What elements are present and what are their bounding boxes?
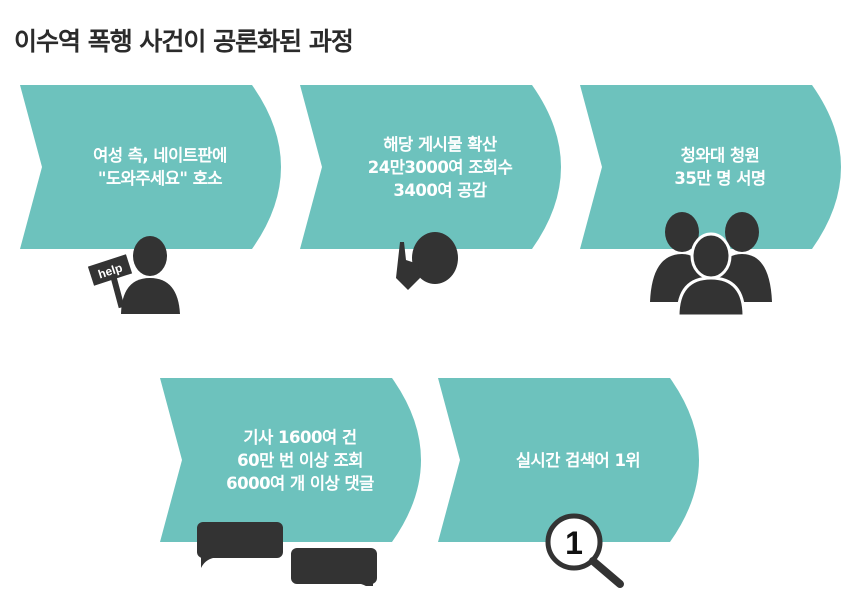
step-label: 여성 측, 네이트판에 "도와주세요" 호소 (42, 85, 278, 249)
step-line: "도와주세요" 호소 (97, 169, 223, 188)
group-people-icon (650, 212, 772, 316)
step-4: 기사 1600여 건 60만 번 이상 조회 6000여 개 이상 댓글 (160, 378, 432, 542)
step-3: 청와대 청원 35만 명 서명 (580, 85, 852, 249)
step-label: 기사 1600여 건 60만 번 이상 조회 6000여 개 이상 댓글 (182, 378, 418, 542)
step-label: 청와대 청원 35만 명 서명 (602, 85, 838, 249)
step-line: 3400여 공감 (393, 180, 487, 200)
speech-bubbles-icon (197, 522, 377, 586)
step-label: 해당 게시물 확산 24만3000여 조회수 3400여 공감 (322, 85, 558, 249)
rank-number: 1 (565, 525, 583, 561)
step-line: 청와대 청원 (680, 146, 760, 165)
step-label: 실시간 검색어 1위 (460, 378, 696, 542)
person-help-sign-icon: help (88, 236, 180, 314)
step-line: 해당 게시물 확산 (383, 134, 497, 154)
chevron-shape (300, 85, 561, 249)
step-line: 기사 1600여 건 (243, 427, 357, 447)
step-1: 여성 측, 네이트판에 "도와주세요" 호소 (20, 85, 292, 249)
step-line: 60만 번 이상 조회 (237, 450, 363, 470)
magnifier-rank-icon: 1 (545, 513, 624, 588)
chevron-shape (580, 85, 841, 249)
thumbs-up-icon (396, 232, 458, 290)
step-line: 실시간 검색어 1위 (515, 450, 641, 470)
page-title: 이수역 폭행 사건이 공론화된 과정 (14, 27, 354, 56)
step-line: 여성 측, 네이트판에 (93, 146, 227, 165)
step-line: 35만 명 서명 (674, 169, 766, 188)
chevron-shape (438, 378, 699, 542)
step-5: 실시간 검색어 1위 (438, 378, 710, 542)
step-2: 해당 게시물 확산 24만3000여 조회수 3400여 공감 (300, 85, 572, 249)
step-line: 24만3000여 조회수 (367, 157, 513, 177)
chevron-shape (20, 85, 281, 249)
step-line: 6000여 개 이상 댓글 (226, 473, 374, 493)
chevron-shape (160, 378, 421, 542)
